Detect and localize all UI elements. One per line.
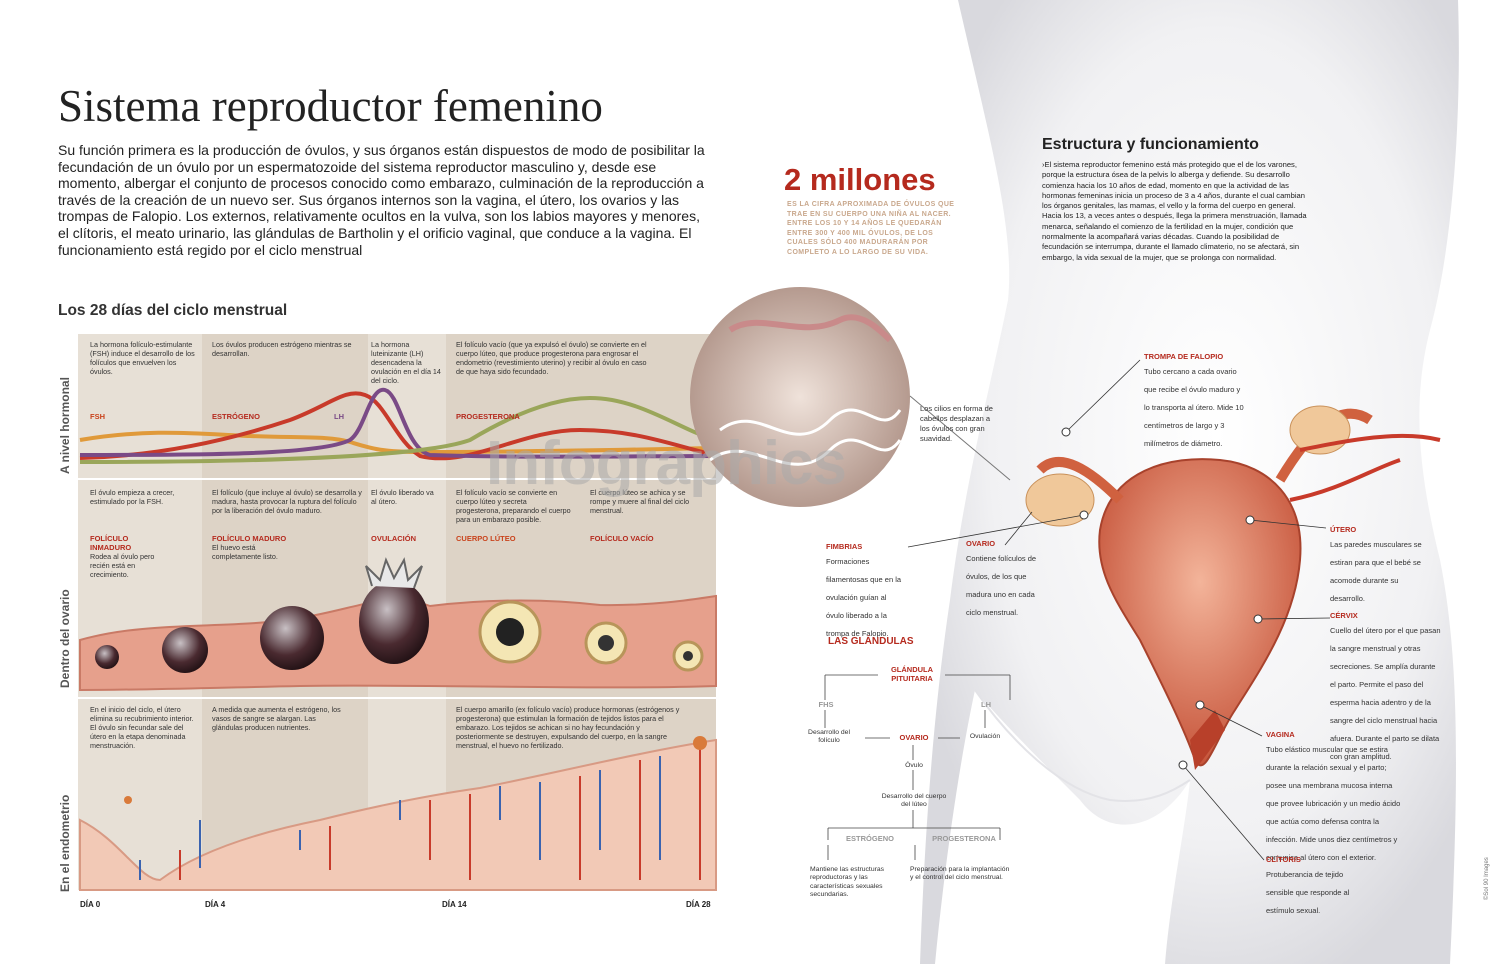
- ovary-text-4: El folículo vacío se convierte en cuerpo…: [456, 488, 571, 524]
- lh-curve: [79, 387, 717, 459]
- label-estrogen: ESTRÓGENO: [212, 412, 260, 421]
- organ-uterus-name: ÚTERO: [1330, 525, 1357, 534]
- day-label-28: DÍA 28: [686, 900, 711, 909]
- organ-ovary: OVARIO Contiene folículos de óvulos, de …: [966, 539, 1050, 620]
- organ-vagina-name: VAGINA: [1266, 730, 1295, 739]
- ovary-text-2: El folículo (que incluye al óvulo) se de…: [212, 488, 362, 515]
- ovary-text-5: El cuerpo lúteo se achica y se rompe y m…: [590, 488, 690, 515]
- watermark-text: Infographics: [486, 429, 847, 498]
- stage-mature-follicle: FOLÍCULO MADURO: [212, 534, 287, 543]
- gland-estrogen: ESTRÓGENO: [846, 834, 894, 843]
- organ-cervix: CÉRVIX Cuello del útero por el que pasan…: [1330, 611, 1442, 764]
- label-progesterone: PROGESTERONA: [456, 412, 520, 421]
- endometrium-text-2: A medida que aumenta el estrógeno, los v…: [212, 705, 341, 732]
- millions-caption: Es la cifra aproximada de óvulos que tra…: [787, 201, 955, 256]
- gland-follicle-development: Desarrollo del folículo: [808, 729, 850, 745]
- organ-cervix-name: CÉRVIX: [1330, 611, 1358, 620]
- stage-corpus-luteum: CUERPO LÚTEO: [456, 534, 516, 543]
- day-label-0: DÍA 0: [80, 900, 101, 909]
- label-fsh: FSH: [90, 412, 105, 421]
- organ-ovary-name: OVARIO: [966, 539, 996, 548]
- estrogen-curve: [79, 391, 717, 461]
- stage-immature-follicle: FOLÍCULO INMADURO: [90, 534, 132, 552]
- gland-fhs: FHS: [818, 700, 834, 709]
- endometrium-text-1: En el inicio del ciclo, el útero elimina…: [90, 705, 194, 750]
- cycle-section-title: Los 28 días del ciclo menstrual: [58, 302, 288, 319]
- row-label-endometrium: En el endometrio: [58, 794, 72, 892]
- organ-fallopian-tube-name: TROMPA DE FALOPIO: [1144, 352, 1224, 361]
- hormonal-text-2: Los óvulos producen estrógeno mientras s…: [212, 340, 352, 358]
- gland-progesterone: PROGESTERONA: [932, 834, 996, 843]
- stage-empty-follicle: FOLÍCULO VACÍO: [590, 534, 654, 543]
- organ-fimbriae-desc: Formaciones filamentosas que en la ovula…: [826, 557, 902, 638]
- structure-paragraph: ›El sistema reproductor femenino está má…: [1042, 160, 1307, 262]
- organ-cervix-desc: Cuello del útero por el que pasan la san…: [1330, 626, 1441, 761]
- follicle-2: [162, 627, 208, 673]
- organ-fallopian-tube: TROMPA DE FALOPIO Tubo cercano a cada ov…: [1144, 352, 1244, 451]
- day-label-14: DÍA 14: [442, 900, 467, 909]
- row-label-hormonal: A nivel hormonal: [58, 377, 72, 474]
- organ-vagina-desc: Tubo elástico muscular que se estira dur…: [1266, 745, 1401, 862]
- gland-ovary: OVARIO: [899, 733, 929, 742]
- ovary-text-3: El óvulo liberado va al útero.: [371, 488, 434, 506]
- gland-luteum-development: Desarrollo del cuerpo del lúteo: [881, 793, 947, 809]
- organ-fimbriae: FIMBRIAS Formaciones filamentosas que en…: [826, 542, 904, 641]
- organ-uterus-desc: Las paredes musculares se estiran para q…: [1330, 540, 1422, 603]
- fallopian-tube-left: [1036, 456, 1124, 504]
- label-lh: LH: [334, 412, 344, 421]
- row-label-ovary: Dentro del ovario: [58, 589, 72, 688]
- organ-fallopian-tube-desc: Tubo cercano a cada ovario que recibe el…: [1144, 367, 1244, 448]
- cilia-caption: Los cilios en forma de cabellos desplaza…: [920, 404, 993, 443]
- stage-ovulation: OVULACIÓN: [371, 534, 416, 543]
- ovary-illustration-left: [1025, 473, 1095, 527]
- millions-figure: 2 millones: [784, 162, 936, 197]
- organ-clitoris: CLÍTORIS Protuberancia de tejido sensibl…: [1266, 855, 1366, 918]
- structure-title: Estructura y funcionamiento: [1042, 136, 1259, 153]
- day-label-4: DÍA 4: [205, 900, 226, 909]
- endometrium-tissue: [79, 738, 717, 891]
- organ-vagina: VAGINA Tubo elástico muscular que se est…: [1266, 730, 1402, 865]
- glands-title: LAS GLÁNDULAS: [828, 636, 914, 647]
- ovary-text-1: El óvulo empieza a crecer, estimulado po…: [90, 488, 175, 506]
- intro-paragraph: Su función primera es la producción de ó…: [58, 142, 705, 258]
- hormonal-text-1: La hormona folículo-estimulante (FSH) in…: [90, 340, 195, 376]
- organ-ovary-desc: Contiene folículos de óvulos, de los que…: [966, 554, 1037, 617]
- progesterone-curve: [79, 395, 717, 464]
- gland-estrogen-desc: Mantiene las estructuras reproductoras y…: [810, 866, 885, 899]
- uterus-illustration: [1098, 458, 1302, 767]
- gland-pituitary: GLÁNDULA PITUITARIA: [890, 665, 934, 683]
- organ-clitoris-desc: Protuberancia de tejido sensible que res…: [1266, 870, 1350, 915]
- organ-fimbriae-name: FIMBRIAS: [826, 542, 863, 551]
- hormonal-text-4: El folículo vacío (que ya expulsó el óvu…: [456, 340, 647, 376]
- organ-clitoris-name: CLÍTORIS: [1266, 855, 1301, 864]
- vagina-illustration: [1190, 710, 1225, 770]
- follicle-1: [95, 645, 119, 669]
- gland-ovule: Óvulo: [905, 762, 923, 769]
- gland-lh: LH: [981, 700, 991, 709]
- hormonal-text-3: La hormona luteinizante (LH) desencadena…: [371, 340, 441, 385]
- follicle-3: [260, 606, 324, 670]
- gland-progesterone-desc: Preparación para la implantación y el co…: [910, 866, 1010, 882]
- image-credit: ©Sol 90 Images: [1484, 857, 1490, 900]
- stage-mature-follicle-desc: El huevo está completamente listo.: [212, 543, 278, 561]
- follicle-ovulation: [359, 580, 429, 664]
- stage-immature-follicle-desc: Rodea al óvulo pero recién está en creci…: [90, 552, 155, 579]
- organ-uterus: ÚTERO Las paredes musculares se estiran …: [1330, 525, 1426, 606]
- endometrium-text-3: El cuerpo amarillo (ex folículo vacío) p…: [456, 705, 680, 750]
- gland-ovulation: Ovulación: [969, 733, 1001, 740]
- page-title: Sistema reproductor femenino: [58, 81, 603, 131]
